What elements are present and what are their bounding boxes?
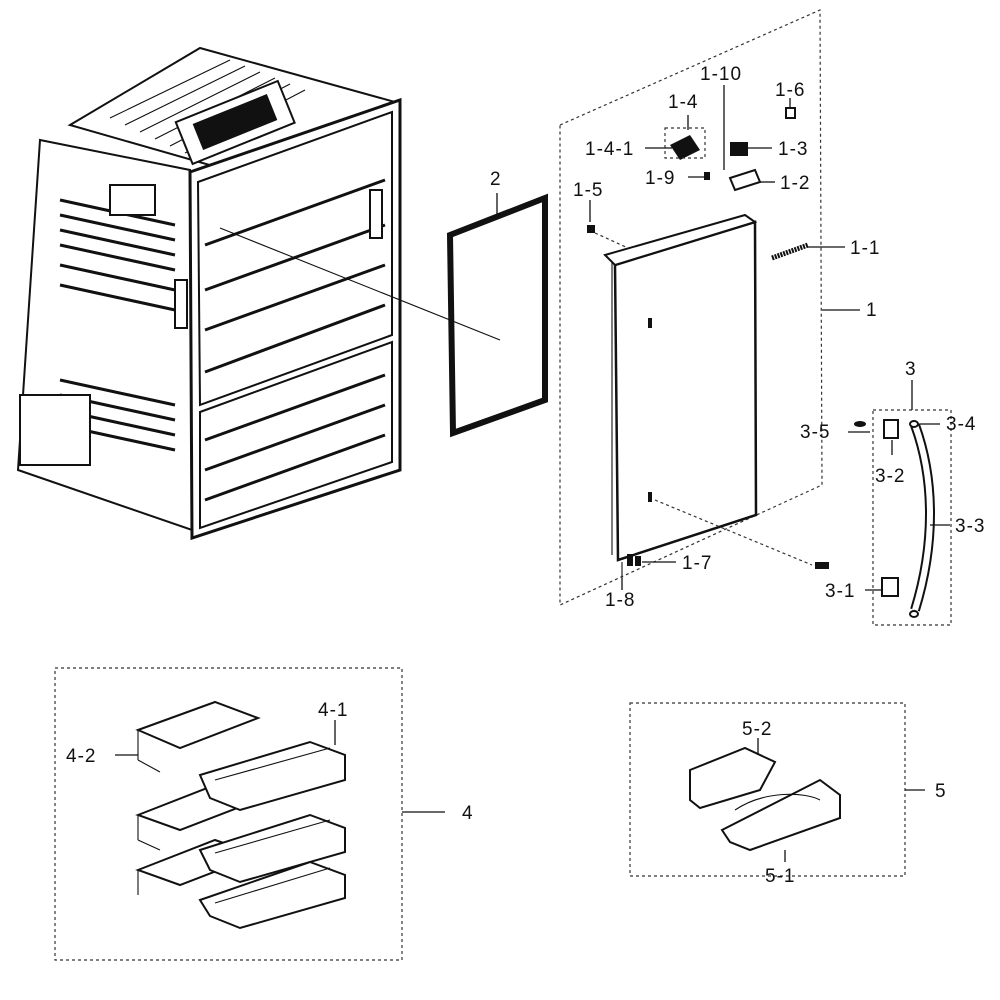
- callout-5-1: 5-1: [765, 866, 795, 887]
- callout-2: 2: [490, 169, 502, 190]
- callout-3-4: 3-4: [946, 414, 976, 435]
- door-gasket: [219, 193, 548, 438]
- bins-group-5: [629, 702, 925, 877]
- callout-1-1: 1-1: [850, 238, 880, 259]
- callout-3-5: 3-5: [800, 422, 830, 443]
- callout-5-2: 5-2: [742, 719, 772, 740]
- refrigerator-cabinet: [16, 46, 402, 541]
- callout-1-7: 1-7: [682, 553, 712, 574]
- callout-3-1: 3-1: [825, 581, 855, 602]
- callout-5: 5: [935, 781, 947, 802]
- callout-3-3: 3-3: [955, 516, 985, 537]
- callout-1-5: 1-5: [573, 180, 603, 201]
- handle-assembly: [848, 380, 952, 626]
- callout-1-6: 1-6: [775, 80, 805, 101]
- callout-1-4-1: 1-4-1: [585, 139, 634, 160]
- door-assembly: [559, 9, 860, 606]
- bins-group-4: [54, 667, 445, 961]
- callout-3-2: 3-2: [875, 466, 905, 487]
- callout-1: 1: [866, 300, 878, 321]
- callout-4-1: 4-1: [318, 700, 348, 721]
- callout-1-2: 1-2: [780, 173, 810, 194]
- callout-4: 4: [462, 803, 474, 824]
- callout-1-9: 1-9: [645, 168, 675, 189]
- callout-1-4: 1-4: [668, 92, 698, 113]
- callout-4-2: 4-2: [66, 746, 96, 767]
- callout-3: 3: [905, 359, 917, 380]
- callout-1-3: 1-3: [778, 139, 808, 160]
- callout-labels: 1 1-1 1-2 1-3 1-4 1-4-1 1-5 1-6 1-7 1-8 …: [66, 64, 985, 887]
- callout-1-8: 1-8: [605, 590, 635, 611]
- callout-1-10: 1-10: [700, 64, 742, 85]
